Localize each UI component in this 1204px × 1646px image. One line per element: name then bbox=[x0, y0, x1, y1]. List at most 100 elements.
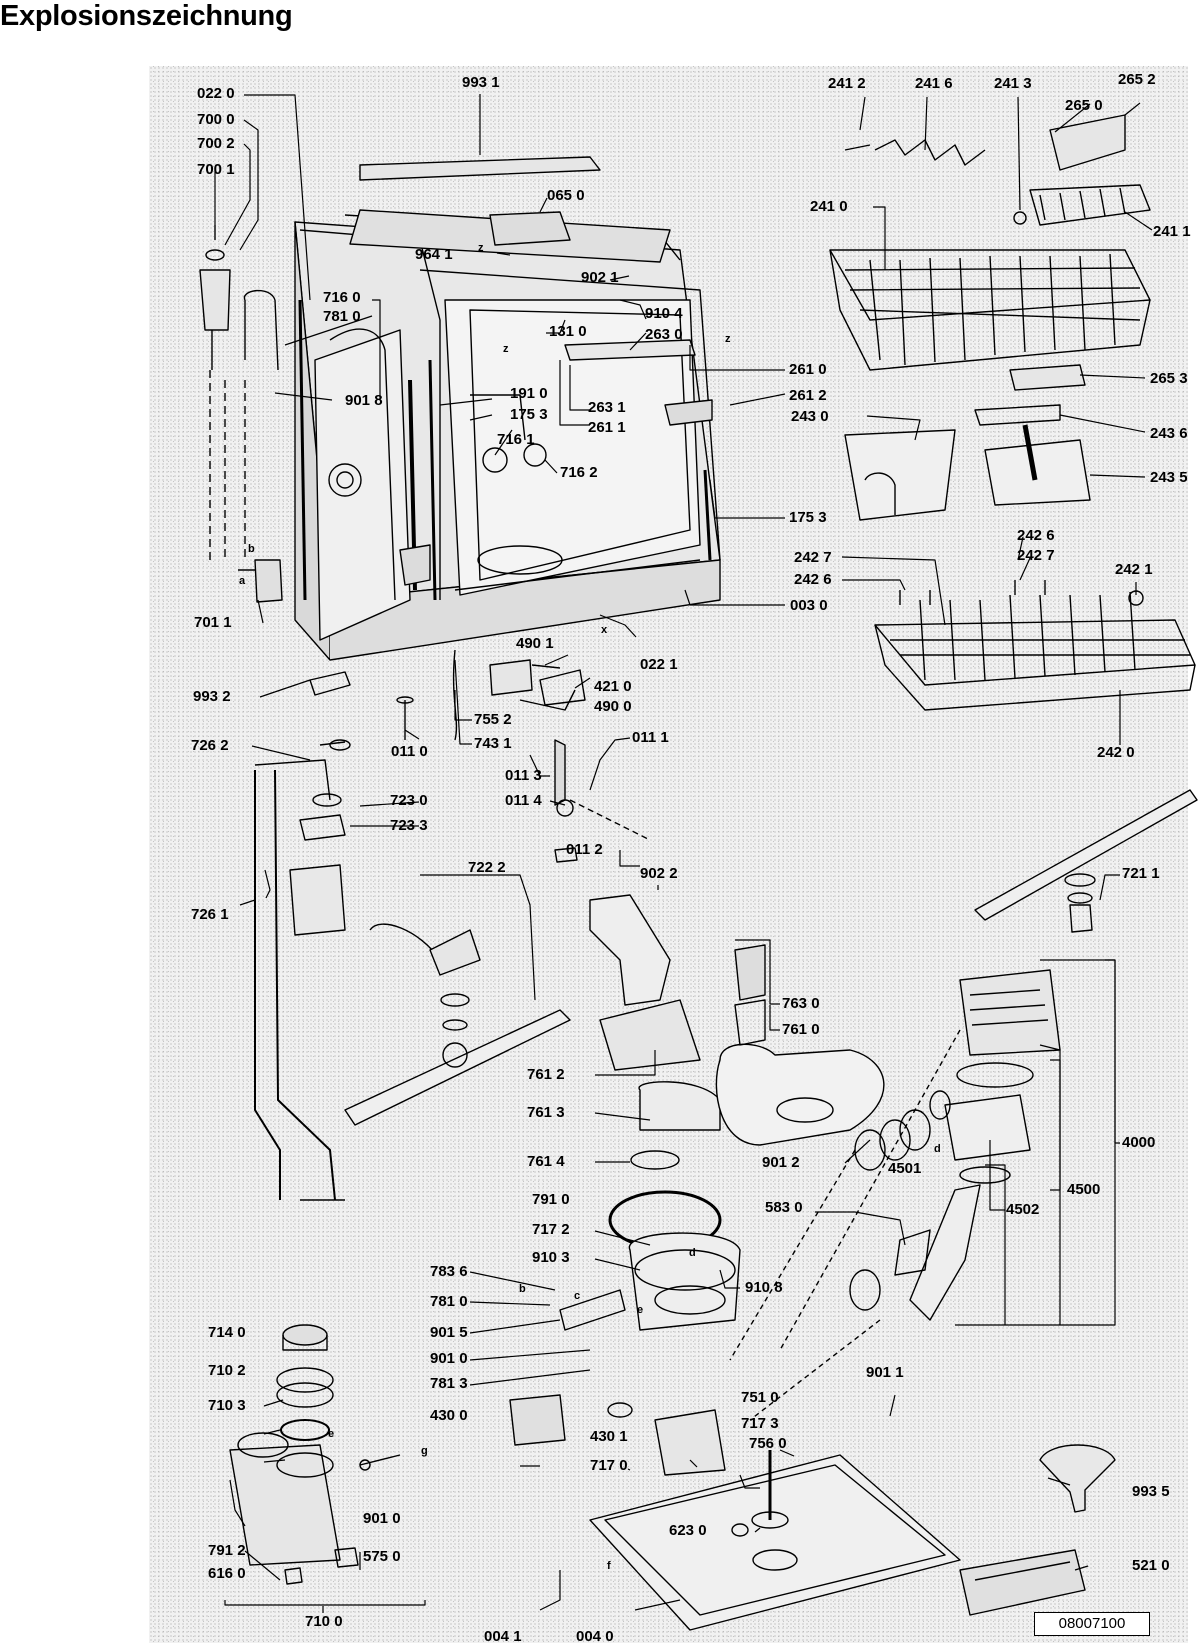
label-781-0-b: 781 0 bbox=[430, 1293, 468, 1310]
label-4500: 4500 bbox=[1067, 1181, 1101, 1198]
label-726-2: 726 2 bbox=[191, 737, 229, 754]
label-011-2: 011 2 bbox=[566, 841, 603, 858]
label-761-4: 761 4 bbox=[527, 1153, 565, 1170]
label-265-0: 265 0 bbox=[1065, 97, 1103, 114]
label-4501: 4501 bbox=[888, 1160, 922, 1177]
foot-and-hose-parts bbox=[309, 649, 651, 863]
label-131-0: 131 0 bbox=[549, 323, 587, 340]
label-901-2: 901 2 bbox=[762, 1154, 800, 1171]
label-761-3: 761 3 bbox=[527, 1104, 565, 1121]
label-011-1: 011 1 bbox=[632, 729, 669, 746]
label-575-0: 575 0 bbox=[363, 1548, 401, 1565]
label-011-4: 011 4 bbox=[505, 792, 542, 809]
label-241-0: 241 0 bbox=[810, 198, 848, 215]
label-261-2: 261 2 bbox=[789, 387, 827, 404]
label-726-1: 726 1 bbox=[191, 906, 229, 923]
label-242-6-a: 242 6 bbox=[1017, 527, 1055, 544]
tub-frame bbox=[294, 156, 721, 661]
label-065-0: 065 0 bbox=[547, 187, 585, 204]
label-755-2: 755 2 bbox=[474, 711, 512, 728]
water-softener bbox=[229, 1324, 401, 1585]
label-242-6-b: 242 6 bbox=[794, 571, 832, 588]
label-241-6: 241 6 bbox=[915, 75, 953, 92]
label-490-0: 490 0 bbox=[594, 698, 632, 715]
letter-d-1: d bbox=[689, 1247, 696, 1259]
base-plate bbox=[589, 1444, 1116, 1631]
label-710-3: 710 3 bbox=[208, 1397, 246, 1414]
label-022-1: 022 1 bbox=[640, 656, 678, 673]
label-781-0: 781 0 bbox=[323, 308, 361, 325]
label-761-2: 761 2 bbox=[527, 1066, 565, 1083]
label-4000: 4000 bbox=[1122, 1134, 1156, 1151]
upper-basket bbox=[829, 114, 1151, 521]
label-263-1: 263 1 bbox=[588, 399, 626, 416]
letter-x-1: x bbox=[601, 624, 608, 636]
label-583-0: 583 0 bbox=[765, 1199, 803, 1216]
label-761-0: 761 0 bbox=[782, 1021, 820, 1038]
label-011-0: 011 0 bbox=[391, 743, 428, 760]
label-743-1: 743 1 bbox=[474, 735, 512, 752]
letter-e-2: e bbox=[637, 1304, 644, 1316]
label-175-3-a: 175 3 bbox=[510, 406, 548, 423]
label-004-0: 004 0 bbox=[576, 1628, 614, 1645]
label-243-6: 243 6 bbox=[1150, 425, 1188, 442]
label-716-2: 716 2 bbox=[560, 464, 598, 481]
label-700-0: 700 0 bbox=[197, 111, 235, 128]
label-791-0: 791 0 bbox=[532, 1191, 570, 1208]
label-265-2: 265 2 bbox=[1118, 71, 1156, 88]
label-430-1: 430 1 bbox=[590, 1428, 628, 1445]
label-716-0: 716 0 bbox=[323, 289, 361, 306]
label-701-1: 701 1 bbox=[194, 614, 232, 631]
sump-assembly bbox=[509, 894, 885, 1476]
label-901-5: 901 5 bbox=[430, 1324, 468, 1341]
label-763-0: 763 0 bbox=[782, 995, 820, 1012]
label-241-3: 241 3 bbox=[994, 75, 1032, 92]
label-710-2: 710 2 bbox=[208, 1362, 246, 1379]
label-902-2: 902 2 bbox=[640, 865, 678, 882]
letter-z-2: z bbox=[503, 343, 509, 355]
label-700-2: 700 2 bbox=[197, 135, 235, 152]
label-004-1: 004 1 bbox=[484, 1628, 522, 1645]
label-263-0: 263 0 bbox=[645, 326, 683, 343]
label-993-2: 993 2 bbox=[193, 688, 231, 705]
letter-c-1: c bbox=[574, 1290, 581, 1302]
label-722-2: 722 2 bbox=[468, 859, 506, 876]
label-717-0: 717 0 bbox=[590, 1457, 628, 1474]
label-964-1: 964 1 bbox=[415, 246, 453, 263]
label-490-1: 490 1 bbox=[516, 635, 554, 652]
spray-arm-supply bbox=[254, 739, 351, 1201]
upper-spray-arm bbox=[974, 789, 1198, 933]
letter-g-1: g bbox=[421, 1445, 428, 1457]
label-623-0: 623 0 bbox=[669, 1522, 707, 1539]
top-strip-part bbox=[359, 156, 601, 181]
letter-a-1: a bbox=[239, 575, 246, 587]
page-title: Explosionszeichnung bbox=[0, 0, 293, 32]
label-261-1: 261 1 bbox=[588, 419, 626, 436]
label-243-5: 243 5 bbox=[1150, 469, 1188, 486]
label-421-0: 421 0 bbox=[594, 678, 632, 695]
letter-b-1: b bbox=[248, 543, 255, 555]
label-723-0: 723 0 bbox=[390, 792, 428, 809]
label-242-0: 242 0 bbox=[1097, 744, 1135, 761]
label-261-0: 261 0 bbox=[789, 361, 827, 378]
label-723-3: 723 3 bbox=[390, 817, 428, 834]
letter-f-1: f bbox=[607, 1560, 611, 1572]
label-781-3: 781 3 bbox=[430, 1375, 468, 1392]
label-910-8: 910 8 bbox=[745, 1279, 783, 1296]
lower-spray-arm bbox=[344, 923, 571, 1126]
label-700-1: 700 1 bbox=[197, 161, 235, 178]
label-521-0: 521 0 bbox=[1132, 1557, 1170, 1574]
label-242-7-b: 242 7 bbox=[794, 549, 832, 566]
label-783-6: 783 6 bbox=[430, 1263, 468, 1280]
letter-b-2: b bbox=[519, 1283, 526, 1295]
pump-pipe-assembly bbox=[729, 969, 1061, 1421]
letter-z-3: z bbox=[725, 333, 731, 345]
label-003-0: 003 0 bbox=[790, 597, 828, 614]
label-242-1: 242 1 bbox=[1115, 561, 1153, 578]
label-751-0: 751 0 bbox=[741, 1389, 779, 1406]
label-4502: 4502 bbox=[1006, 1201, 1040, 1218]
label-901-8: 901 8 bbox=[345, 392, 383, 409]
label-902-1: 902 1 bbox=[581, 269, 619, 286]
label-022-0: 022 0 bbox=[197, 85, 235, 102]
label-791-2: 791 2 bbox=[208, 1542, 246, 1559]
